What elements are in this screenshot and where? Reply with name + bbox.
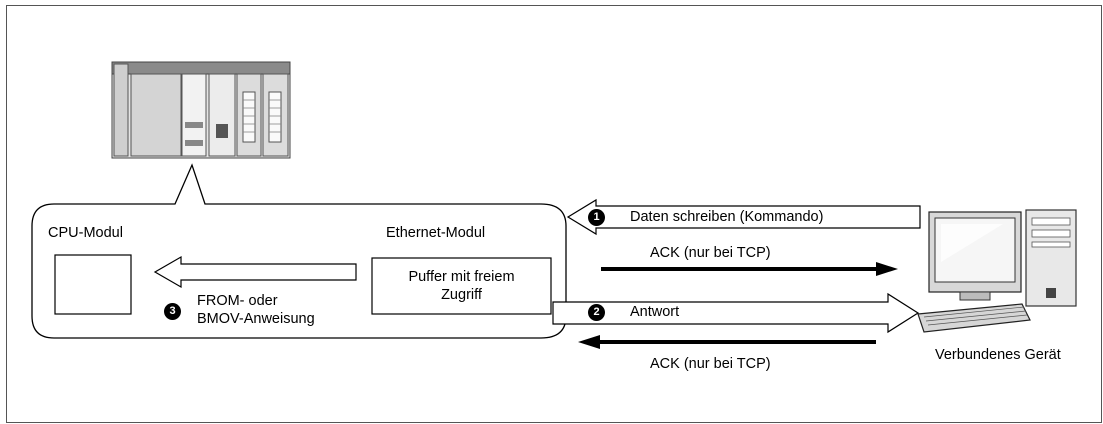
step1-label: Daten schreiben (Kommando): [630, 209, 824, 225]
ack-to-device-arrow: [601, 262, 898, 276]
ack-top-label: ACK (nur bei TCP): [650, 245, 771, 261]
from-instruction-arrow: [153, 255, 357, 289]
ethernet-module-label: Ethernet-Modul: [386, 225, 486, 241]
buffer-box: [371, 257, 552, 315]
device-label: Verbundenes Gerät: [935, 347, 1061, 363]
step1-badge: 1: [588, 209, 605, 226]
write-data-arrow: [566, 198, 921, 236]
ack-to-module-arrow: [578, 335, 876, 349]
cpu-module-label: CPU-Modul: [48, 225, 123, 241]
computer-icon: [917, 209, 1077, 333]
buffer-label-line2: Zugriff: [441, 287, 482, 303]
ack-bottom-label: ACK (nur bei TCP): [650, 356, 771, 372]
response-arrow: [552, 292, 920, 334]
plc-rack-icon: [111, 61, 291, 159]
diagram-frame: [6, 5, 1102, 423]
step3-line2: BMOV-Anweisung: [197, 311, 315, 327]
step3-badge: 3: [164, 303, 181, 320]
buffer-label-line1: Puffer mit freiem: [408, 269, 515, 285]
step2-badge: 2: [588, 304, 605, 321]
cpu-memory-box: [54, 254, 132, 315]
step2-label: Antwort: [630, 304, 680, 320]
step3-line1: FROM- oder: [197, 293, 278, 309]
